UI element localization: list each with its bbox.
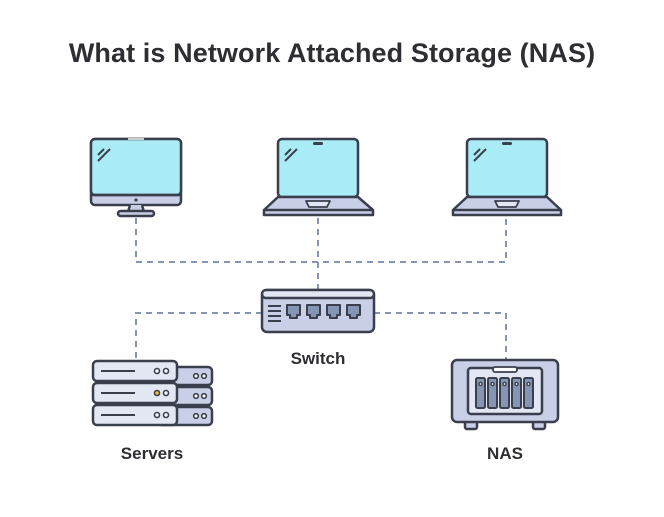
laptop-2-icon <box>451 137 563 217</box>
connection-lines <box>135 218 507 360</box>
nas-device-icon <box>450 358 560 431</box>
diagram-title: What is Network Attached Storage (NAS) <box>68 38 596 68</box>
switch-to-nas-line <box>374 312 507 360</box>
servers-label: Servers <box>120 444 184 463</box>
laptop-1-icon <box>262 137 375 217</box>
servers-icon <box>91 359 214 427</box>
computers-bus-line <box>135 218 507 263</box>
switch-label: Switch <box>290 349 346 368</box>
desktop-monitor-icon <box>89 137 183 218</box>
nas-label: NAS <box>487 444 523 463</box>
network-switch-icon <box>260 288 376 334</box>
switch-to-servers-line <box>135 312 262 360</box>
